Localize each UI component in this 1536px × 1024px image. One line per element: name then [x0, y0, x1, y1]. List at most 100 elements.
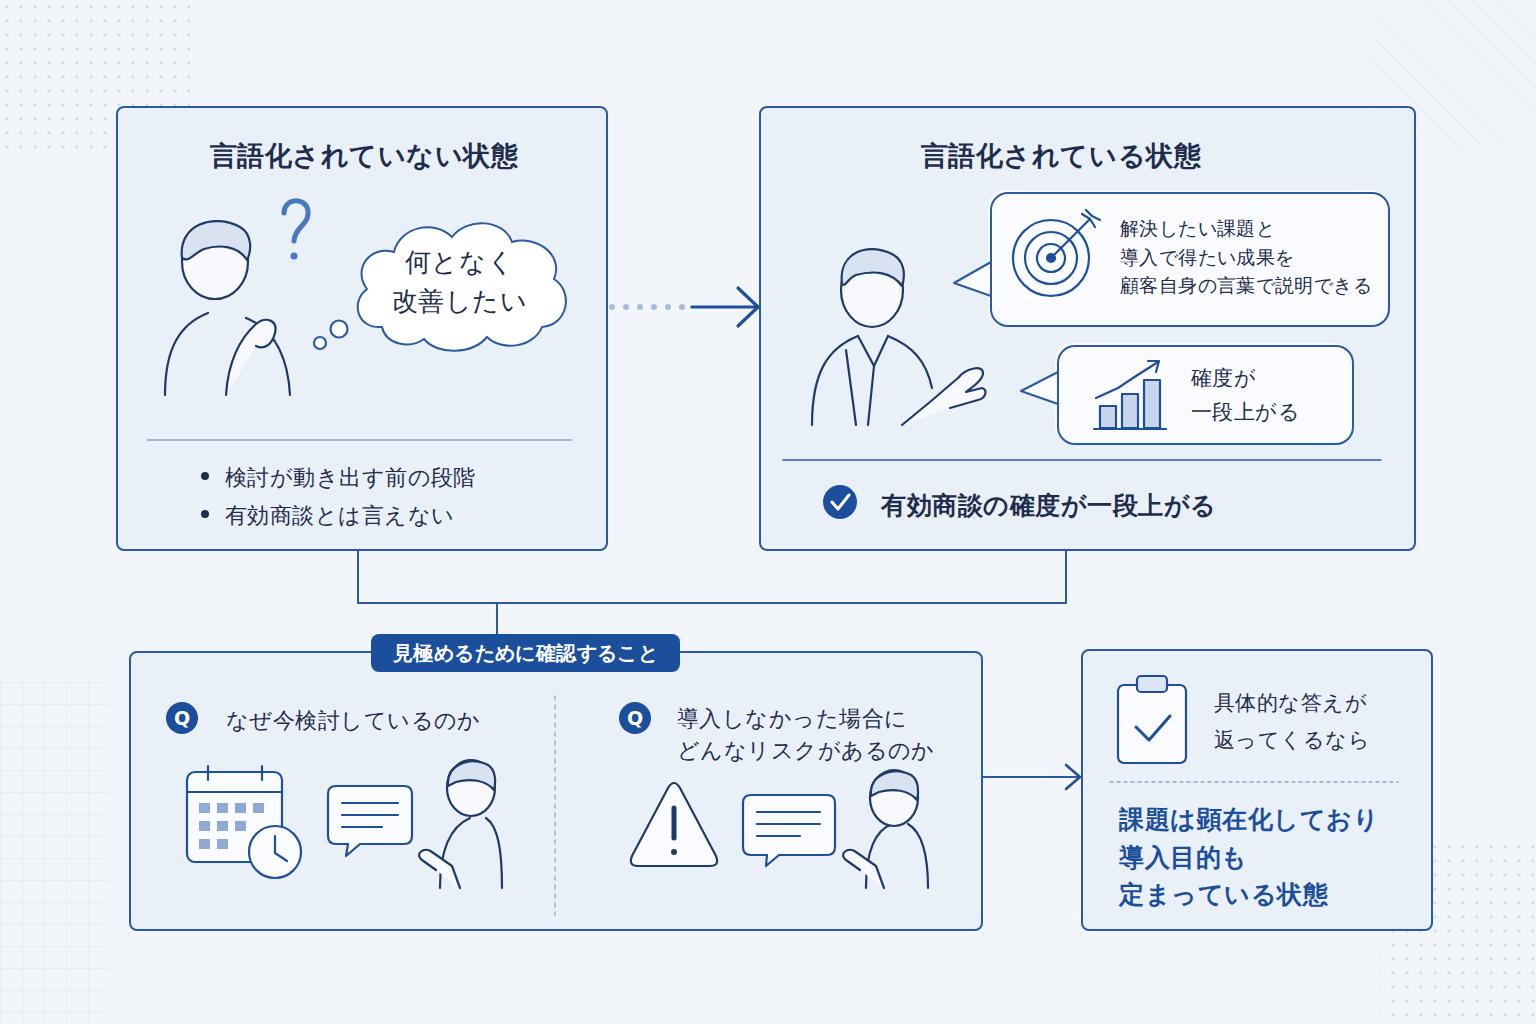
- node-text: 課題は顕在化しており 導入目的も 定まっている状態: [1119, 801, 1379, 914]
- arrow-line: [691, 306, 759, 309]
- drawing-line: [342, 826, 382, 828]
- calendar-icon: [187, 766, 301, 878]
- drawing-path: [858, 336, 888, 366]
- drawing-path: [888, 336, 932, 388]
- speech-bubble: 確度が 一段上がる: [1057, 345, 1354, 445]
- drawing-path: [871, 771, 918, 800]
- drawing-rect: [129, 651, 983, 931]
- thought-dot: [331, 321, 348, 338]
- drawing-rect: [1118, 685, 1186, 763]
- cloud-path: [358, 223, 566, 350]
- drawing-line: [1094, 428, 1166, 430]
- drawing-rect: [1144, 380, 1160, 428]
- thinking-person: [165, 221, 290, 395]
- drawing-ellipse: [870, 770, 918, 826]
- drawing-path: [226, 320, 275, 395]
- check-panel: Qなぜ今検討しているのかQ導入しなかった場合に どんなリスクがあるのか見極めるた…: [129, 651, 983, 931]
- drawing-path: [842, 249, 904, 286]
- drawing-line: [207, 766, 209, 780]
- text-slot: 確度が 一段上がる: [1191, 362, 1300, 429]
- drawing-path: [1082, 210, 1100, 227]
- drawing-rect: [1137, 676, 1167, 692]
- state-panel: 何となく 改善したい言語化されていない状態検討が動き出す前の段階有効商談とは言え…: [116, 106, 608, 551]
- divider-line: [147, 439, 572, 441]
- text-slot: 有効商談の確度が一段上がる: [881, 488, 1217, 524]
- thought-dot: [314, 337, 326, 349]
- drawing-path: [832, 495, 849, 509]
- drawing-path: [182, 221, 250, 260]
- drawing-line: [757, 823, 820, 825]
- drawing-path: [328, 786, 412, 856]
- check-icon: [823, 485, 857, 519]
- text-slot: Q: [166, 702, 198, 734]
- clipboard-icon: [1118, 676, 1186, 763]
- drawing-ellipse: [447, 760, 495, 816]
- drawing-rect: [116, 106, 608, 551]
- drawing-rect: [217, 803, 228, 813]
- drawing-rect: [253, 803, 264, 813]
- cloud-outline: [342, 207, 577, 357]
- result-panel: 具体的な答えが 返ってくるなら課題は顕在化しており 導入目的も 定まっている状態: [1081, 649, 1433, 931]
- text-slot: なぜ今検討しているのか: [226, 705, 481, 737]
- text-slot: 解決したい課題と 導入で得たい成果を 顧客自身の言葉で説明できる: [1120, 214, 1372, 300]
- drawing-line: [672, 808, 677, 838]
- speech-icon: [743, 795, 835, 866]
- bubble-tail: [954, 262, 991, 296]
- grid-texture: [0, 680, 110, 1024]
- speech-icon: [328, 786, 412, 856]
- question-area: Q なぜ今検討しているのか: [131, 653, 557, 933]
- drawing-rect: [199, 839, 210, 849]
- node-heading: 確度が 一段上がる: [1191, 362, 1300, 429]
- connector-line: [983, 776, 1081, 778]
- drawing-rect: [217, 839, 228, 849]
- drawing-rect: [1100, 406, 1116, 428]
- drawing-line: [342, 814, 398, 816]
- drawing-line: [757, 835, 800, 837]
- drawing-circle: [823, 485, 857, 519]
- drawing-line: [261, 766, 263, 780]
- node-text: 有効商談の確度が一段上がる: [881, 488, 1217, 524]
- text-slot: 言語化されている状態: [761, 136, 1361, 175]
- state-panel: 解決したい課題と 導入で得たい成果を 顧客自身の言葉で説明できる確度が 一段上が…: [759, 106, 1416, 551]
- drawing-rect: [235, 821, 246, 831]
- question-area: Q導入しなかった場合に どんなリスクがあるのか: [557, 653, 985, 933]
- question-badge: Q: [166, 702, 198, 734]
- warning-icon: [631, 783, 717, 866]
- drawing-circle: [671, 849, 677, 855]
- drawing-path: [843, 850, 884, 888]
- drawing-path: [743, 795, 835, 866]
- connector: [983, 777, 1081, 778]
- node-heading: 何となく 改善したい: [392, 243, 528, 321]
- target-icon: [1013, 210, 1100, 296]
- section-label: 見極めるために確認すること: [371, 634, 680, 672]
- drawing-path: [448, 761, 495, 790]
- bubble-fills: [988, 190, 1388, 443]
- node-heading: 解決したい課題と 導入で得たい成果を 顧客自身の言葉で説明できる: [1120, 214, 1372, 300]
- bubble-tail: [1021, 372, 1058, 404]
- drawing-path: [1053, 219, 1090, 256]
- drawing-path: [902, 368, 985, 425]
- text-slot: 何となく 改善したい: [342, 207, 577, 357]
- dashed-divider: [554, 696, 556, 915]
- drawing-path: [187, 791, 282, 793]
- drawing-path: [1136, 716, 1170, 740]
- drawing-path: [165, 313, 208, 395]
- bullet-dot: [201, 472, 209, 480]
- drawing-rect: [988, 190, 1388, 325]
- text-slot: 言語化されていない状態: [118, 136, 610, 175]
- question-mark: [284, 201, 308, 241]
- drawing-path: [1096, 362, 1158, 398]
- text-slot: Q: [619, 702, 651, 734]
- drawing-path: [868, 366, 874, 425]
- drawing-circle: [1013, 220, 1089, 296]
- drawing-path: [812, 336, 858, 425]
- connector: [608, 307, 759, 308]
- drawing-path: [631, 783, 717, 866]
- speech-bubble: 解決したい課題と 導入で得たい成果を 顧客自身の言葉で説明できる: [990, 192, 1390, 327]
- panel-fills: [116, 106, 1433, 931]
- drawing-rect: [217, 821, 228, 831]
- drawing-path: [846, 350, 856, 425]
- drawing-line: [342, 802, 398, 804]
- drawing-rect: [1081, 649, 1433, 931]
